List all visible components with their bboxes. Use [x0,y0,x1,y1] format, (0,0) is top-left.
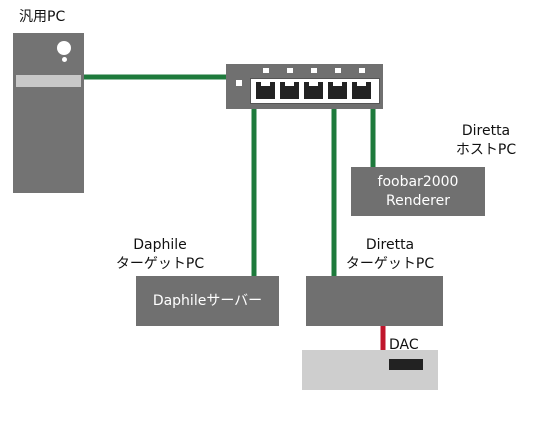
diretta-target-box [306,276,443,326]
dac-display-slot [389,359,423,370]
diretta-target-label-line2: ターゲットPC [345,256,435,272]
diretta-host-label-line2: ホストPC [455,142,517,158]
power-button-icon [57,41,71,62]
general-pc-label: 汎用PC [19,9,66,25]
ethernet-switch-icon [226,64,383,109]
dac-device-icon [302,350,438,390]
ethernet-port [328,82,347,99]
daphile-target-label: Daphile ターゲットPC [110,236,210,274]
foobar-renderer-line1: foobar2000 [377,173,459,190]
ethernet-port [304,82,323,99]
port-indicator [287,68,293,73]
ethernet-port [256,82,275,99]
port-indicator [359,68,365,73]
diretta-target-label-line1: Diretta [365,237,415,253]
port-indicator [335,68,341,73]
switch-port-panel [250,68,380,104]
dac-label: DAC [389,337,419,353]
diretta-host-label: Diretta ホストPC [446,122,526,160]
port-indicator [263,68,269,73]
foobar-renderer-box: foobar2000 Renderer [351,167,485,216]
daphile-server-text: Daphileサーバー [152,292,263,309]
ethernet-port [352,82,371,99]
daphile-target-label-line2: ターゲットPC [115,256,205,272]
switch-status-led [236,80,242,86]
desktop-tower-icon [13,33,84,193]
port-indicator [311,68,317,73]
diretta-target-label: Diretta ターゲットPC [340,236,440,274]
foobar-renderer-line2: Renderer [386,192,450,209]
daphile-server-box: Daphileサーバー [136,276,279,326]
drive-bay [16,75,81,87]
diretta-host-label-line1: Diretta [461,123,511,139]
daphile-target-label-line1: Daphile [133,237,187,253]
ethernet-port [280,82,299,99]
